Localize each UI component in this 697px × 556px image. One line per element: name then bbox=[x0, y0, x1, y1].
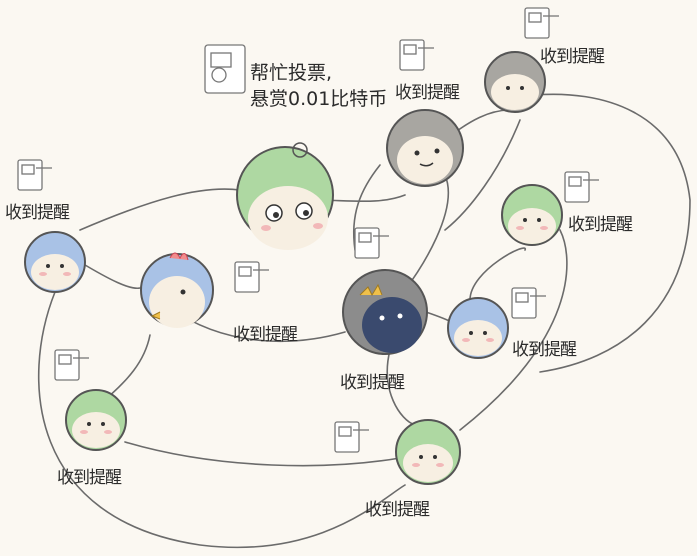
message-icon bbox=[511, 287, 546, 319]
notification-label: 收到提醒 bbox=[568, 215, 633, 235]
connection-line bbox=[79, 188, 241, 231]
connection-line bbox=[534, 93, 691, 373]
notification-label: 收到提醒 bbox=[365, 500, 430, 520]
notification-label: 收到提醒 bbox=[540, 47, 605, 67]
center-green-character bbox=[236, 142, 334, 250]
blue-character-right bbox=[447, 297, 509, 359]
connection-line bbox=[124, 441, 401, 467]
notification-label: 收到提醒 bbox=[5, 203, 70, 223]
connection-line bbox=[37, 291, 406, 549]
message-icon bbox=[354, 227, 389, 259]
green-character-right bbox=[501, 184, 563, 246]
green-character-bottomright bbox=[395, 419, 461, 485]
message-icon bbox=[564, 171, 599, 203]
vote-request-line1: 帮忙投票, bbox=[250, 62, 333, 84]
connection-line bbox=[386, 349, 416, 426]
connection-lines bbox=[37, 93, 691, 549]
notification-label: 收到提醒 bbox=[395, 83, 460, 103]
connection-line bbox=[444, 119, 521, 231]
message-icon bbox=[17, 159, 52, 191]
connection-line bbox=[469, 247, 526, 301]
blue-character-left bbox=[24, 231, 86, 293]
connection-line bbox=[79, 261, 141, 290]
message-icon bbox=[234, 261, 269, 293]
message-icon bbox=[54, 349, 89, 381]
message-icon bbox=[399, 39, 434, 71]
dark-penguin-character bbox=[342, 269, 428, 355]
gray-character-topright bbox=[484, 51, 546, 113]
connection-line bbox=[404, 174, 450, 291]
vote-request-message: 帮忙投票, 悬赏0.01比特币 bbox=[250, 60, 387, 112]
blue-chick-character bbox=[140, 252, 214, 328]
vote-request-line2: 悬赏0.01比特币 bbox=[250, 88, 388, 110]
connection-line bbox=[459, 229, 568, 431]
connection-line bbox=[352, 164, 381, 251]
message-icon bbox=[204, 44, 246, 94]
notification-label: 收到提醒 bbox=[512, 340, 577, 360]
notification-label: 收到提醒 bbox=[57, 468, 122, 488]
message-icon bbox=[524, 7, 559, 39]
message-icon bbox=[334, 421, 369, 453]
notification-label: 收到提醒 bbox=[340, 373, 405, 393]
green-character-bottomleft bbox=[65, 389, 127, 451]
notification-label: 收到提醒 bbox=[233, 325, 298, 345]
message-icons bbox=[17, 7, 599, 453]
gray-character-top bbox=[386, 109, 464, 187]
